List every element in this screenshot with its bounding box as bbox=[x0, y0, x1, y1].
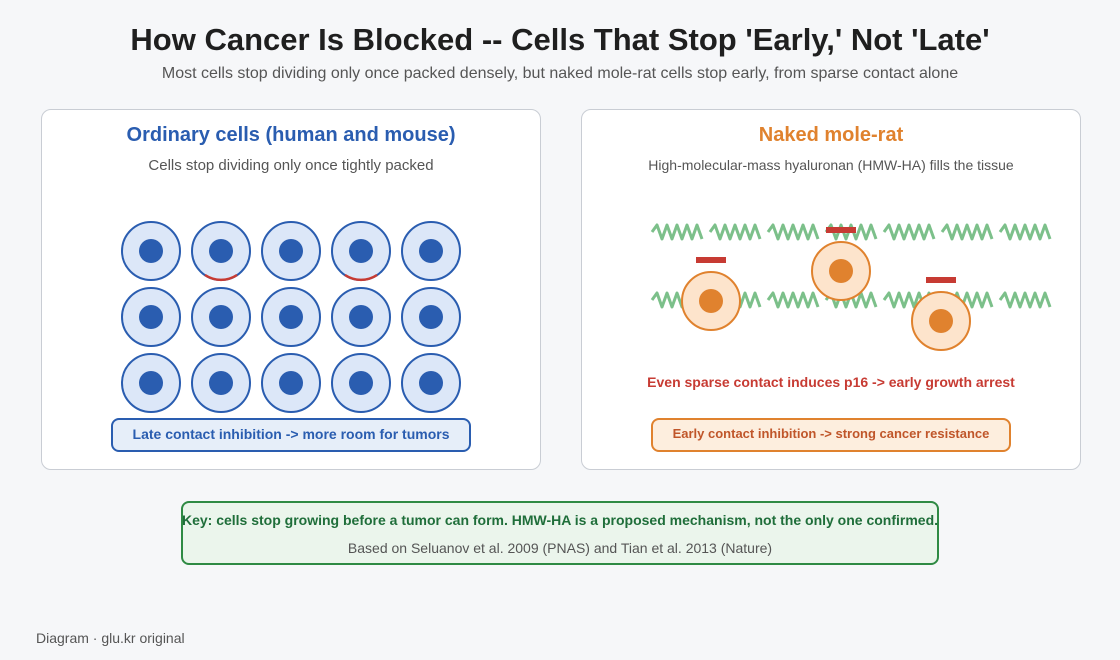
hmw-ha-chain bbox=[766, 223, 820, 241]
hmw-ha-chain bbox=[940, 223, 994, 241]
hmw-ha-chain bbox=[882, 223, 936, 241]
molerat-panel-title: Naked mole-rat bbox=[758, 124, 904, 146]
cell-nucleus bbox=[349, 371, 373, 395]
cell-nucleus bbox=[139, 305, 163, 329]
hmw-ha-chain bbox=[824, 223, 878, 241]
molerat-panel-subtitle: High-molecular-mass hyaluronan (HMW-HA) … bbox=[648, 157, 1014, 173]
cell-nucleus bbox=[139, 371, 163, 395]
cell-nucleus bbox=[209, 371, 233, 395]
inhibition-mark bbox=[926, 277, 956, 283]
inhibition-mark bbox=[696, 257, 726, 263]
cell-nucleus bbox=[279, 371, 303, 395]
hmw-ha-chain bbox=[708, 223, 762, 241]
ordinary-cells-panel: Ordinary cells (human and mouse) Cells s… bbox=[41, 109, 541, 470]
early-contact-badge: Early contact inhibition -> strong cance… bbox=[651, 418, 1011, 452]
hmw-ha-chain bbox=[650, 223, 704, 241]
cell-nucleus bbox=[209, 305, 233, 329]
molerat-panel: Naked mole-rat High-molecular-mass hyalu… bbox=[581, 109, 1081, 470]
hmw-ha-chain bbox=[766, 291, 820, 309]
molerat-cell-nucleus bbox=[699, 289, 723, 313]
contact-mark bbox=[204, 273, 238, 282]
key-text: Key: cells stop growing before a tumor c… bbox=[181, 512, 939, 528]
cell-nucleus bbox=[419, 371, 443, 395]
late-contact-badge: Late contact inhibition -> more room for… bbox=[111, 418, 471, 452]
cell-nucleus bbox=[279, 239, 303, 263]
footer-credit: Diagram · glu.kr original bbox=[36, 630, 185, 646]
ordinary-panel-title: Ordinary cells (human and mouse) bbox=[126, 124, 456, 146]
inhibition-mark bbox=[826, 227, 856, 233]
cell-nucleus bbox=[349, 305, 373, 329]
ordinary-panel-subtitle: Cells stop dividing only once tightly pa… bbox=[148, 157, 434, 174]
hmw-ha-chain bbox=[998, 223, 1052, 241]
key-reference: Based on Seluanov et al. 2009 (PNAS) and… bbox=[347, 540, 773, 556]
molerat-cell-nucleus bbox=[929, 309, 953, 333]
page-subtitle: Most cells stop dividing only once packe… bbox=[161, 65, 959, 82]
cell-nucleus bbox=[139, 239, 163, 263]
cell-nucleus bbox=[209, 239, 233, 263]
hmw-ha-chain bbox=[998, 291, 1052, 309]
sparse-cell-diagram bbox=[650, 223, 1052, 351]
molerat-cell-nucleus bbox=[829, 259, 853, 283]
cell-nucleus bbox=[419, 239, 443, 263]
contact-mark bbox=[344, 273, 378, 282]
cell-nucleus bbox=[419, 305, 443, 329]
early-arrest-text: Even sparse contact induces p16 -> early… bbox=[647, 374, 1015, 390]
key-box bbox=[181, 501, 939, 565]
dense-cell-grid bbox=[121, 221, 461, 413]
cell-nucleus bbox=[349, 239, 373, 263]
page-title: How Cancer Is Blocked -- Cells That Stop… bbox=[130, 22, 990, 57]
cell-nucleus bbox=[279, 305, 303, 329]
